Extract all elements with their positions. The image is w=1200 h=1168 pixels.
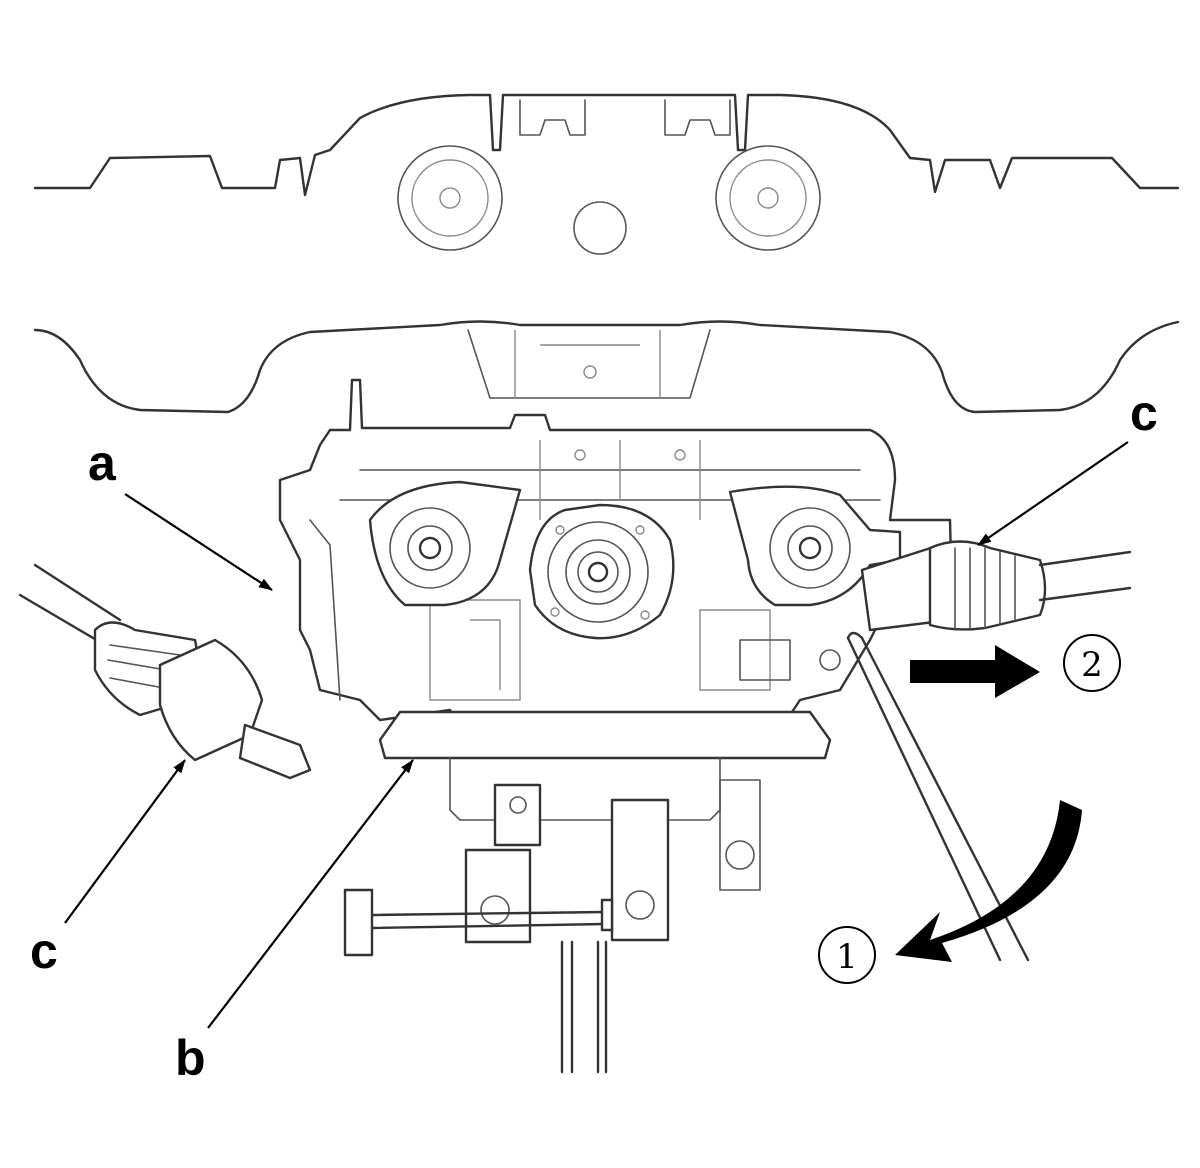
leader-a xyxy=(124,493,273,591)
right-drive-shaft xyxy=(860,540,1132,632)
step-2-straight-arrow xyxy=(910,645,1040,698)
lower-subframe xyxy=(33,320,1180,414)
right-mount xyxy=(728,485,902,607)
left-drive-shaft xyxy=(18,563,312,780)
left-mount xyxy=(368,480,522,607)
callout-b: b xyxy=(175,1030,206,1086)
leader-b xyxy=(207,759,414,1029)
center-flange xyxy=(528,503,675,640)
jack-plate xyxy=(378,710,832,821)
step-1-number: 1 xyxy=(836,937,858,977)
step-1-curved-arrow xyxy=(895,800,1082,962)
leader-lines xyxy=(64,441,1129,1029)
leader-c-right xyxy=(977,441,1129,546)
step-2-badge: 2 xyxy=(1063,634,1121,692)
leader-c-left xyxy=(64,759,186,924)
upper-frame xyxy=(33,93,1180,255)
callout-c-right: c xyxy=(1130,385,1158,441)
step-2-number: 2 xyxy=(1081,645,1103,685)
callout-c-left: c xyxy=(30,923,58,979)
step-1-badge: 1 xyxy=(818,926,876,984)
callout-a: a xyxy=(88,435,117,491)
transmission-jack xyxy=(343,779,761,1074)
